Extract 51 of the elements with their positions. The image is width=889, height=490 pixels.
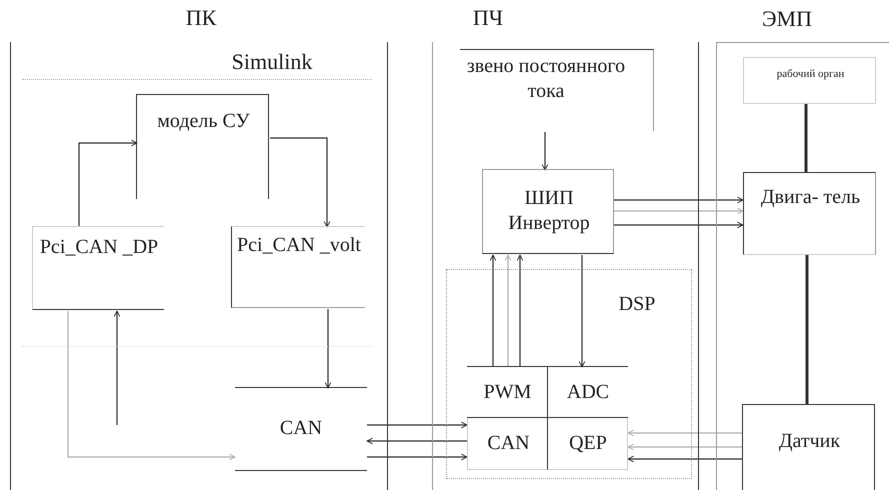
block-box (136, 94, 269, 199)
block-label: Pci_CAN _volt (236, 233, 362, 258)
group-label: DSP (618, 292, 656, 317)
connector-arrow (542, 132, 548, 170)
connector-arrow (614, 196, 744, 204)
connector-arrow (270, 137, 330, 228)
connector-arrow (366, 438, 467, 444)
block-box (743, 172, 876, 255)
block-label: ШИП Инвертор (507, 186, 591, 236)
group-label: Simulink (230, 48, 314, 76)
block-label: CAN (486, 431, 531, 456)
column-heading: ПК (184, 4, 218, 32)
block-label: звено постоянного тока (466, 54, 626, 104)
block-label: QEP (568, 431, 608, 456)
module-cell (467, 418, 548, 470)
block-label: CAN (278, 416, 324, 441)
connector-arrow (367, 454, 468, 460)
block-box (742, 404, 875, 490)
column-heading: ЭМП (761, 5, 813, 32)
block-box (32, 226, 164, 310)
block-box (235, 387, 367, 471)
connector-arrow (324, 309, 332, 388)
block-label: рабочий орган (776, 68, 846, 82)
block-label: ADC (566, 380, 610, 405)
module-cell (548, 366, 628, 418)
connector-arrow (614, 222, 744, 228)
module-cell (548, 418, 628, 470)
block-box (743, 57, 876, 104)
block-box (231, 226, 365, 308)
block-label: Двига- тель (760, 185, 862, 210)
connector-arrow (628, 444, 742, 450)
block-label: PWM (482, 380, 532, 405)
connector-arrow (78, 140, 138, 227)
connector-arrow (614, 208, 744, 214)
processor-box (446, 269, 692, 479)
connector-arrow (367, 422, 468, 428)
block-box (460, 49, 654, 131)
connector-arrow (490, 254, 496, 367)
block-label: Датчик (778, 429, 842, 454)
block-label: Pci_CAN _DP (38, 235, 160, 260)
connector-arrow (114, 310, 120, 425)
connector-arrow (67, 311, 236, 460)
connector-arrow (628, 456, 742, 462)
connector-arrow (578, 255, 586, 368)
block-label: модель СУ (156, 109, 251, 134)
connector-arrow (504, 254, 512, 367)
connector-arrow (628, 430, 742, 436)
column-heading: ПЧ (472, 4, 504, 32)
block-box (482, 169, 614, 254)
connector-arrow (516, 254, 524, 367)
module-cell (467, 366, 548, 418)
